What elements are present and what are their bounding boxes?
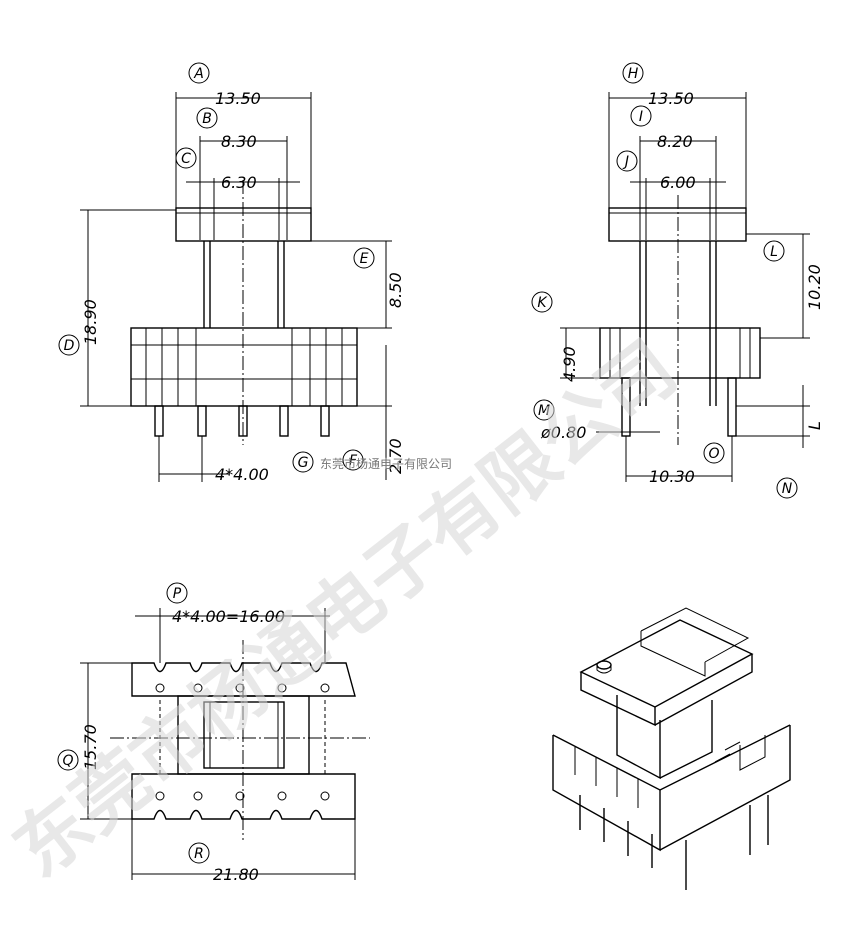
svg-text:O: O bbox=[708, 446, 719, 462]
dim-a-value: 13.50 bbox=[215, 89, 261, 108]
callout-e: E bbox=[353, 247, 375, 269]
dim-j-value: 6.00 bbox=[660, 173, 696, 192]
dim-m-value: ø0.80 bbox=[540, 423, 586, 442]
dim-p-value: 4*4.00=16.00 bbox=[172, 607, 285, 626]
callout-f: F bbox=[342, 449, 364, 471]
watermark-text: 东莞市杨通电子有限公司 bbox=[0, 325, 693, 894]
svg-text:D: D bbox=[64, 338, 75, 354]
callout-o: O bbox=[703, 442, 725, 464]
side-view: 13.50 8.20 6.00 4.90 10.20 L ø0.80 10.30… bbox=[531, 62, 824, 499]
callout-r: R bbox=[188, 842, 210, 864]
dim-l-value: 10.20 bbox=[805, 264, 824, 310]
dim-l-short-value: L bbox=[805, 421, 824, 430]
dim-c-value: 6.30 bbox=[221, 173, 257, 192]
callout-c: C bbox=[175, 147, 197, 169]
company-caption: 东莞市杨通电子有限公司 bbox=[320, 456, 452, 471]
top-view: 4*4.00=16.00 15.70 21.80 P Q R bbox=[57, 582, 370, 884]
callout-q: Q bbox=[57, 749, 79, 771]
callout-a: A bbox=[188, 62, 210, 84]
callout-m: M bbox=[533, 399, 555, 421]
dim-d-value: 18.90 bbox=[81, 299, 100, 345]
callout-k: K bbox=[531, 291, 553, 313]
front-view: 13.50 8.30 6.30 18.90 8.50 2.70 4*4.00 A… bbox=[58, 62, 405, 484]
callout-b: B bbox=[196, 107, 218, 129]
svg-text:N: N bbox=[782, 481, 793, 497]
dim-h-value: 13.50 bbox=[648, 89, 694, 108]
callout-d: D bbox=[58, 334, 80, 356]
svg-text:L: L bbox=[770, 244, 778, 260]
svg-text:F: F bbox=[349, 453, 358, 469]
callout-j: J bbox=[616, 150, 638, 172]
callout-p: P bbox=[166, 582, 188, 604]
dim-q-value: 15.70 bbox=[81, 724, 100, 770]
svg-text:C: C bbox=[181, 151, 191, 167]
svg-text:I: I bbox=[639, 109, 643, 125]
svg-text:A: A bbox=[193, 66, 204, 82]
svg-text:B: B bbox=[202, 111, 212, 127]
dim-g-value: 4*4.00 bbox=[215, 465, 269, 484]
svg-text:M: M bbox=[538, 403, 550, 419]
callout-i: I bbox=[630, 105, 652, 127]
isometric-view bbox=[552, 607, 791, 890]
svg-text:E: E bbox=[360, 251, 369, 267]
callout-h: H bbox=[622, 62, 644, 84]
dim-b-value: 8.30 bbox=[221, 132, 257, 151]
callout-l: L bbox=[763, 240, 785, 262]
svg-text:P: P bbox=[173, 586, 182, 602]
dim-i-value: 8.20 bbox=[657, 132, 693, 151]
svg-text:H: H bbox=[628, 66, 639, 82]
svg-text:R: R bbox=[194, 846, 204, 862]
dim-f-value: 2.70 bbox=[386, 438, 405, 474]
dim-o-value: 10.30 bbox=[649, 467, 695, 486]
svg-text:K: K bbox=[537, 295, 548, 311]
dim-k-value: 4.90 bbox=[560, 346, 579, 382]
svg-text:G: G bbox=[298, 455, 309, 471]
callout-g: G bbox=[292, 451, 314, 473]
dim-e-value: 8.50 bbox=[386, 272, 405, 308]
svg-text:J: J bbox=[622, 154, 629, 170]
callout-n: N bbox=[776, 477, 798, 499]
svg-text:Q: Q bbox=[62, 753, 73, 769]
dim-r-value: 21.80 bbox=[213, 865, 259, 884]
